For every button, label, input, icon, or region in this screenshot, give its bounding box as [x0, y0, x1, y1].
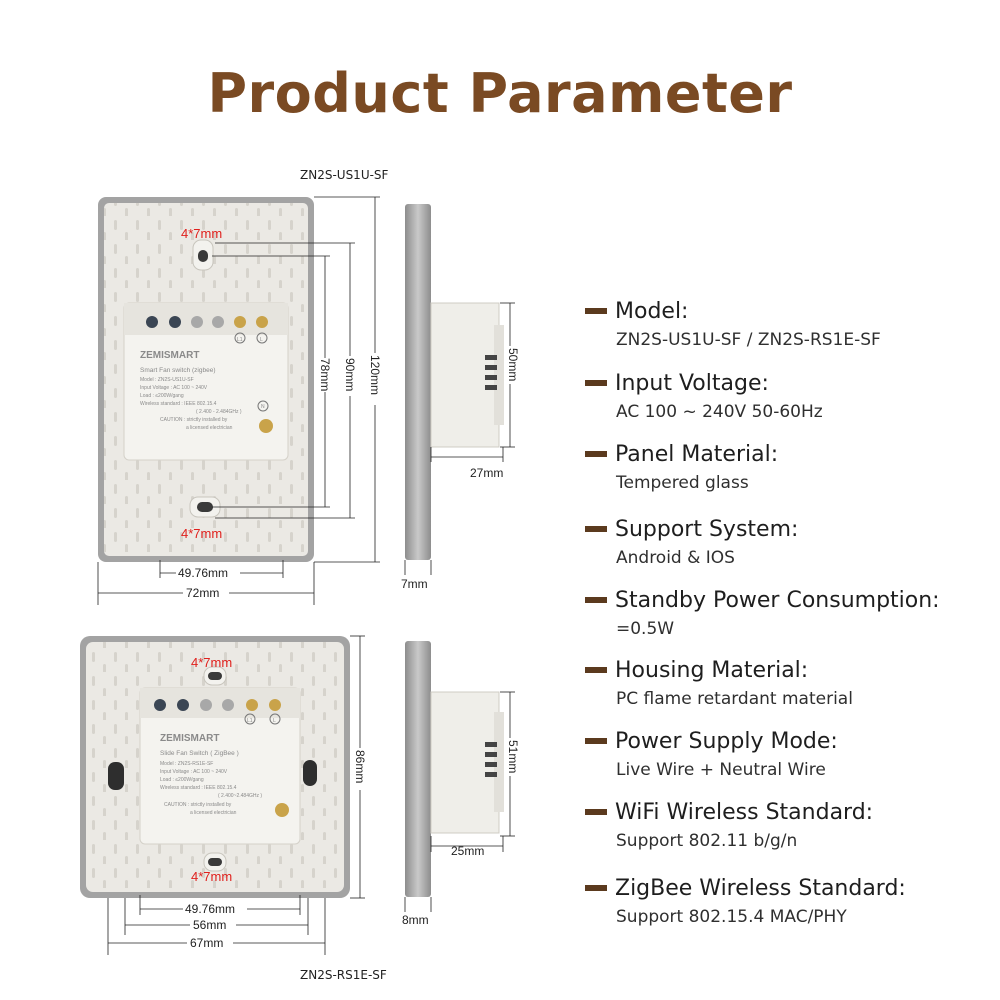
bottom-side-dim-depth: 25mm: [451, 844, 484, 858]
param-name: Power Supply Mode:: [615, 728, 838, 754]
top-module-brand: ZEMISMART: [140, 350, 199, 361]
param-housing-material: Housing Material: PC flame retardant mat…: [585, 655, 853, 709]
top-product-label: ZN2S-US1U-SF: [300, 168, 389, 182]
param-model: Model: ZN2S-US1U-SF / ZN2S-RS1E-SF: [585, 296, 881, 350]
param-name: Model:: [615, 298, 689, 324]
top-side-view: [405, 204, 504, 560]
param-zigbee-standard: ZigBee Wireless Standard: Support 802.15…: [585, 873, 906, 927]
param-value: ZN2S-US1U-SF / ZN2S-RS1E-SF: [616, 330, 881, 350]
bullet-icon: [585, 809, 607, 815]
top-dim-width-inner: 49.76mm: [178, 566, 228, 580]
bottom-terminal-l1: L1: [247, 718, 253, 724]
bottom-module-name: Slide Fan Switch ( ZigBee ): [160, 750, 239, 757]
bottom-dim-width-inner: 49.76mm: [185, 902, 235, 916]
bullet-icon: [585, 451, 607, 457]
top-terminal-l1: L1: [237, 337, 243, 343]
param-name: Housing Material:: [615, 657, 809, 683]
param-wifi-standard: WiFi Wireless Standard: Support 802.11 b…: [585, 797, 873, 851]
bullet-icon: [585, 308, 607, 314]
bullet-icon: [585, 380, 607, 386]
top-module-load: Load : ≤200W/gang: [140, 393, 184, 399]
top-hole-label-lower: 4*7mm: [181, 526, 222, 541]
top-module-model: Model : ZN2S-US1U-SF: [140, 377, 194, 383]
param-input-voltage: Input Voltage: AC 100 ~ 240V 50-60Hz: [585, 368, 823, 422]
bottom-module-freq: ( 2.400~2.484GHz ): [218, 793, 262, 799]
top-module-freq: ( 2.400 - 2.484GHz ): [196, 409, 242, 415]
top-module-caution1: CAUTION : strictly installed by: [160, 417, 228, 423]
bullet-icon: [585, 597, 607, 603]
bottom-module-load: Load : ≤200W/gang: [160, 777, 204, 783]
param-value: Live Wire + Neutral Wire: [616, 760, 826, 780]
param-value: Support 802.11 b/g/n: [616, 831, 798, 851]
top-side-dim-thickness: 7mm: [401, 577, 428, 591]
bottom-hole-label-upper: 4*7mm: [191, 655, 232, 670]
param-name: Standby Power Consumption:: [615, 587, 940, 613]
bottom-side-view: [405, 641, 504, 897]
bottom-dim-86: 86mm: [353, 750, 367, 783]
bottom-dim-width-outer: 67mm: [190, 936, 223, 950]
page-title: Product Parameter: [207, 62, 793, 125]
bottom-module: [139, 687, 301, 845]
top-side-dim-depth: 27mm: [470, 466, 503, 480]
param-value: AC 100 ~ 240V 50-60Hz: [616, 402, 823, 422]
param-standby-power: Standby Power Consumption: =0.5W: [585, 585, 940, 639]
param-value: Support 802.15.4 MAC/PHY: [616, 907, 847, 927]
bottom-module-model: Model : ZN2S-RS1E-SF: [160, 761, 213, 767]
top-dim-width-outer: 72mm: [186, 586, 219, 600]
param-name: WiFi Wireless Standard:: [615, 799, 874, 825]
param-name: ZigBee Wireless Standard:: [615, 875, 906, 901]
top-module-name: Smart Fan switch (zigbee): [140, 367, 216, 374]
top-dim-78: 78mm: [318, 358, 332, 391]
bottom-module-voltage: Input Voltage : AC 100 ~ 240V: [160, 769, 228, 775]
bullet-icon: [585, 885, 607, 891]
param-name: Support System:: [615, 516, 799, 542]
param-name: Panel Material:: [615, 441, 779, 467]
param-value: Android & IOS: [616, 548, 735, 568]
top-module-wireless: Wireless standard : IEEE 802.15.4: [140, 401, 217, 407]
bullet-icon: [585, 526, 607, 532]
bottom-terminal-l: L: [273, 718, 276, 724]
param-value: PC flame retardant material: [616, 689, 853, 709]
bottom-module-caution1: CAUTION : strictly installed by: [164, 802, 232, 808]
top-terminal-l: L: [260, 337, 263, 343]
param-value: Tempered glass: [616, 473, 749, 493]
param-name: Input Voltage:: [615, 370, 769, 396]
bottom-hole-label-lower: 4*7mm: [191, 869, 232, 884]
bottom-side-dim-thickness: 8mm: [402, 913, 429, 927]
bottom-product-label: ZN2S-RS1E-SF: [300, 968, 387, 982]
top-module-caution2: a licensed electrician: [186, 425, 233, 431]
param-value: =0.5W: [616, 619, 675, 639]
bottom-dim-width-mid: 56mm: [193, 918, 226, 932]
top-side-dim-height: 50mm: [506, 348, 520, 381]
bottom-module-caution2: a licensed electrician: [190, 810, 237, 816]
top-dim-120: 120mm: [368, 355, 382, 395]
top-module: [123, 302, 289, 461]
param-panel-material: Panel Material: Tempered glass: [585, 439, 778, 493]
param-support-system: Support System: Android & IOS: [585, 514, 798, 568]
bottom-side-dim-height: 51mm: [506, 740, 520, 773]
top-module-voltage: Input Voltage : AC 100 ~ 240V: [140, 385, 208, 391]
bullet-icon: [585, 738, 607, 744]
bottom-module-brand: ZEMISMART: [160, 733, 219, 744]
top-hole-label-upper: 4*7mm: [181, 226, 222, 241]
bottom-module-wireless: Wireless standard : IEEE 802.15.4: [160, 785, 237, 791]
top-dim-90: 90mm: [343, 358, 357, 391]
param-power-supply-mode: Power Supply Mode: Live Wire + Neutral W…: [585, 726, 838, 780]
bullet-icon: [585, 667, 607, 673]
top-terminal-n: N: [261, 404, 265, 410]
